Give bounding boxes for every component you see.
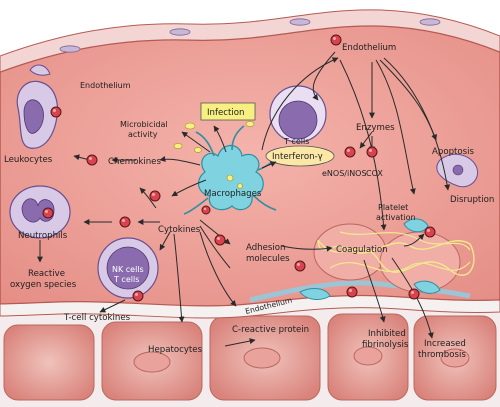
label-inhibited-1: Inhibited bbox=[368, 329, 406, 339]
t-cell-top bbox=[269, 85, 327, 143]
label-disruption: Disruption bbox=[450, 195, 494, 205]
label-increased-2: thrombosis bbox=[418, 350, 466, 360]
label-endothelium-top: Endothelium bbox=[342, 43, 396, 53]
lower-cell-layer bbox=[0, 300, 500, 407]
label-cox: COX bbox=[366, 169, 383, 178]
label-leukocytes: Leukocytes bbox=[4, 155, 53, 165]
label-macrophages: Macrophages bbox=[204, 189, 262, 199]
leukocyte-cell bbox=[16, 64, 59, 149]
label-crp: C-reactive protein bbox=[232, 325, 309, 335]
label-platelet-1: Platelet bbox=[378, 203, 408, 212]
label-neutrophils: Neutrophils bbox=[18, 231, 68, 241]
nk-t-cell bbox=[97, 237, 159, 299]
microbes bbox=[173, 121, 255, 153]
label-microbicidal-2: activity bbox=[128, 130, 158, 139]
label-cytokines: Cytokines bbox=[158, 225, 201, 235]
interferon-oval bbox=[265, 145, 335, 167]
label-enos-inos: eNOS/iNOS bbox=[322, 169, 367, 178]
label-interferon: Interferon-γ bbox=[272, 152, 323, 162]
neutrophil-cell bbox=[9, 185, 71, 239]
label-coagulation: Coagulation bbox=[336, 245, 388, 255]
label-endothelium-left: Endothelium bbox=[80, 81, 131, 90]
label-reactive-2: oxygen species bbox=[10, 280, 77, 290]
pathway-arrows bbox=[37, 51, 451, 347]
label-t-cells-nk: T cells bbox=[113, 275, 139, 284]
label-increased-1: Increased bbox=[424, 339, 466, 349]
label-adhesion-2: molecules bbox=[246, 254, 290, 264]
label-apoptosis: Apoptosis bbox=[432, 147, 475, 157]
label-infection: Infection bbox=[207, 108, 244, 118]
damaged-endothelium-streak bbox=[249, 280, 471, 303]
mediator-dots bbox=[42, 34, 436, 302]
label-t-cells-top: T cells bbox=[283, 137, 309, 146]
label-microbicidal-1: Microbicidal bbox=[120, 120, 168, 129]
platelets bbox=[299, 218, 441, 300]
fibrin-network bbox=[313, 223, 475, 293]
label-platelet-2: activation bbox=[376, 213, 416, 222]
label-t-cell-cytokines: T-cell cytokines bbox=[63, 313, 131, 323]
label-inhibited-2: fibrinolysis bbox=[362, 340, 409, 350]
label-nk-cells: NK cells bbox=[112, 265, 144, 274]
label-hepatocytes: Hepatocytes bbox=[148, 345, 203, 355]
infection-box bbox=[200, 102, 256, 121]
label-chemokines: Chemokines bbox=[108, 157, 161, 167]
label-reactive-1: Reactive bbox=[28, 269, 65, 279]
label-adhesion-1: Adhesion bbox=[246, 243, 286, 253]
label-enzymes: Enzymes bbox=[356, 123, 395, 133]
apoptotic-cell bbox=[436, 153, 478, 188]
